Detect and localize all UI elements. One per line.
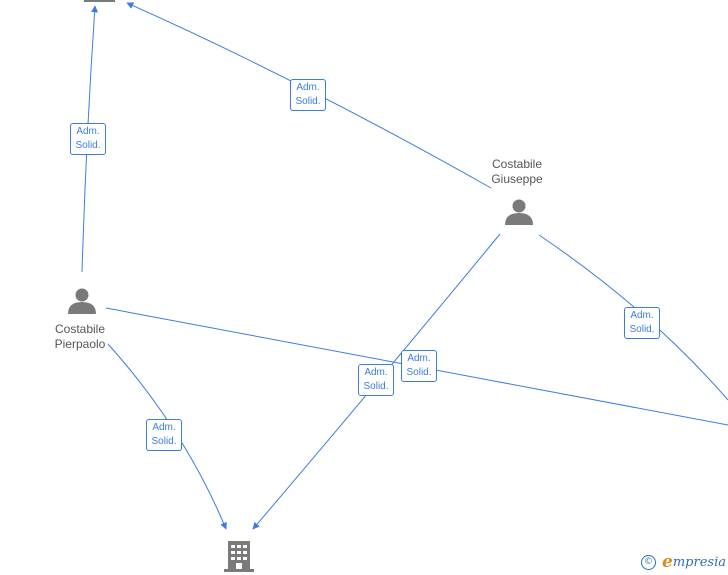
role-line: Adm. (76, 126, 100, 137)
role-badge[interactable]: Adm. Solid. (290, 79, 326, 111)
person-name-pierpaolo[interactable]: Costabile Pierpaolo (39, 322, 121, 352)
building-icon (224, 541, 254, 572)
role-line: Adm. (407, 353, 431, 364)
person-name-line: Giuseppe (491, 172, 543, 186)
role-line: Adm. (152, 422, 176, 433)
role-line: Solid. (363, 381, 389, 392)
copyright-icon: © (641, 554, 657, 570)
person-name-giuseppe[interactable]: Costabile Giuseppe (476, 157, 558, 187)
role-line: Solid. (295, 96, 321, 107)
brand-initial: e (662, 552, 673, 572)
role-badge[interactable]: Adm. Solid. (401, 350, 437, 382)
brand-name: mpresia (672, 554, 726, 570)
role-line: Solid. (629, 324, 655, 335)
person-name-line: Costabile (491, 157, 543, 171)
role-line: Adm. (630, 310, 654, 321)
role-line: Solid. (406, 367, 432, 378)
person-name-line: Pierpaolo (54, 337, 106, 351)
role-badge[interactable]: Adm. Solid. (624, 307, 660, 339)
role-line: Adm. (364, 367, 388, 378)
role-badge[interactable]: Adm. Solid. (146, 419, 182, 451)
empresia-watermark: © e mpresia (641, 552, 726, 572)
role-badge[interactable]: Adm. Solid. (358, 364, 394, 396)
role-line: Solid. (151, 436, 177, 447)
person-name-line: Costabile (54, 322, 106, 336)
role-badge[interactable]: Adm. Solid. (70, 123, 106, 155)
person-icon (505, 199, 533, 225)
person-icon (68, 288, 96, 314)
role-line: Adm. (296, 82, 320, 93)
building-icon (84, 0, 115, 2)
role-line: Solid. (75, 140, 101, 151)
